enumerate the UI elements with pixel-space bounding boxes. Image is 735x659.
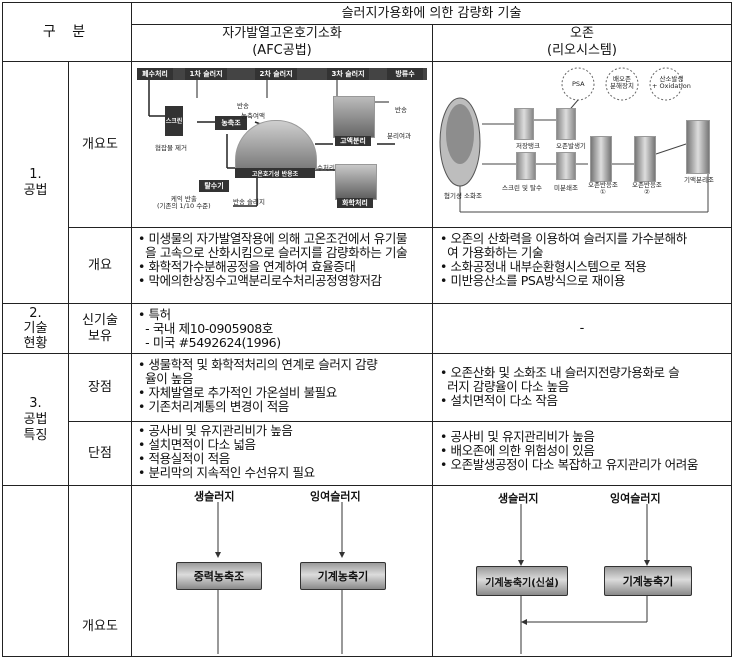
afc-flow-raw: 생슬러지 <box>194 490 235 503</box>
ozone-gen-label: 미분쇄조 <box>554 184 578 192</box>
afc-chemical: 화학처리 <box>337 198 373 208</box>
afc-thickener: 농축조 <box>215 116 247 130</box>
section-1-label: 1. 공법 <box>23 166 48 198</box>
rule-left <box>2 2 3 657</box>
afc-screen: 스크린 <box>165 106 183 136</box>
rule-col1 <box>131 2 132 657</box>
afc-return2-label: 반송 <box>395 106 407 114</box>
row-overview: 개요 <box>88 257 112 273</box>
afc-flow-excess: 잉여슬러지 <box>310 490 361 503</box>
ozone-screen-label: 스크린 및 탈수 <box>502 184 543 192</box>
afc-separation: 고액분리 <box>335 136 371 146</box>
row-cons: 단점 <box>88 445 112 461</box>
ozone-screen-image <box>516 152 536 180</box>
ozone-gen-image <box>556 152 576 180</box>
ozone-cons-text: • 공사비 및 유지관리비가 높음 • 배오존에 의한 위험성이 있음 • 오존… <box>440 429 698 472</box>
afc-cons-text: • 공사비 및 유지관리비가 높음 • 설치면적이 다소 넓음 • 적용실적이 … <box>138 423 315 480</box>
rule-s3-bottom <box>2 485 732 486</box>
rule-bottom <box>2 656 732 657</box>
rule-top <box>2 2 732 3</box>
ozone-tank2-image <box>556 108 576 140</box>
row-pros: 장점 <box>88 379 112 395</box>
ozone-tank1-image <box>514 108 534 140</box>
ozone-flow-mech-new: 기계농축기(신설) <box>476 566 568 596</box>
ozone-react2-label: 오존반응조 ② <box>632 181 662 196</box>
ozone-psa-label: PSA <box>572 80 585 88</box>
afc-flow-lines <box>215 502 345 654</box>
ozone-patent-text: - <box>579 320 585 336</box>
afc-influent: 폐수처리 <box>137 68 173 80</box>
ozone-circ1-label: 배오존 분해장치 <box>610 75 634 90</box>
afc-stage3: 3차 슬러지 <box>327 68 369 80</box>
afc-dewater: 탈수기 <box>199 180 229 192</box>
afc-stage1: 1차 슬러지 <box>185 68 227 80</box>
afc-separated-label: 분리여과 <box>387 132 411 140</box>
ozone-diagram-lines <box>439 67 709 213</box>
section-3-label: 3. 공법 특징 <box>23 395 48 443</box>
rule-s1-bottom <box>2 303 732 304</box>
ozone-overview-text: • 오존의 산화력을 이용하여 슬러지를 가수분해하 여 가용화하는 기술 • … <box>440 231 687 288</box>
afc-pros-text: • 생물학적 및 화학적처리의 연계로 슬러지 감량 율이 높음 • 자체발열로… <box>138 357 378 414</box>
category-header: 구 분 <box>42 24 92 40</box>
afc-flow-mech: 기계농축기 <box>300 562 386 590</box>
afc-thicken-liq-label: 농축여액 <box>241 112 265 120</box>
ozone-tank2-label: 오존발생기 <box>556 142 586 150</box>
afc-grit-label: 협잡물 제거 <box>155 144 187 152</box>
section-2-label: 2. 기술 현황 <box>23 306 48 351</box>
ozone-flow-raw: 생슬러지 <box>498 492 539 505</box>
row-overview-diagram-2: 개요도 <box>82 619 118 634</box>
rule-header-mid <box>131 24 732 25</box>
rule-col2 <box>432 24 433 657</box>
ozone-flow-mech: 기계농축기 <box>604 566 692 596</box>
afc-effluent: 방류수 <box>387 68 423 80</box>
afc-filtrate-label: 수처리 <box>317 164 335 172</box>
ozone-react1-image <box>590 136 612 182</box>
ozone-digester-label: 혐기성 소화조 <box>444 192 482 200</box>
col2-subtitle: (리오시스템) <box>547 43 617 58</box>
afc-reactor: 고온호기성 반응조 <box>235 168 315 178</box>
ozone-sep-image <box>686 120 710 174</box>
rule-subcol <box>68 61 69 657</box>
ozone-flow-excess: 잉여슬러지 <box>610 492 661 505</box>
afc-patent-text: • 특허 - 국내 제10-0905908호 - 미국 #5492624(199… <box>138 307 281 350</box>
ozone-pros-text: • 오존산화 및 소화조 내 슬러지전량가용화로 슬 러지 감량율이 다소 높음… <box>440 365 680 408</box>
afc-return-label: 반송 <box>237 102 249 110</box>
main-title: 슬러지가용화에 의한 감량화 기술 <box>341 5 522 21</box>
rule-right <box>731 2 732 657</box>
row-patent: 신기술 보유 <box>82 312 118 344</box>
rule-pros-bottom <box>68 421 732 422</box>
rule-header-bottom <box>2 61 732 62</box>
ozone-flow-lines <box>518 504 650 654</box>
afc-flow-gravity: 중력농축조 <box>176 562 262 590</box>
afc-stage2: 2차 슬러지 <box>255 68 297 80</box>
col1-title: 자가발열고온호기소화 <box>222 26 342 41</box>
afc-process-diagram: 폐수처리 1차 슬러지 2차 슬러지 3차 슬러지 방류수 스크린 협잡물 제거… <box>137 64 427 224</box>
rule-s2-bottom <box>2 353 732 354</box>
afc-overview-text: • 미생물의 자가발열작용에 의해 고온조건에서 유기물 을 고속으로 산화시킴… <box>138 231 408 288</box>
afc-chemical-image <box>335 164 377 200</box>
afc-cake-label: 케익 반출 (기존의 1/10 수준) <box>157 195 211 210</box>
ozone-react1-label: 오존반응조 ① <box>588 181 618 196</box>
ozone-tank1-label: 저장탱크 <box>516 142 540 150</box>
row-overview-diagram: 개요도 <box>82 136 118 152</box>
ozone-sep-label: 기액분리조 <box>684 176 714 184</box>
col1-subtitle: (AFC공법) <box>252 43 312 58</box>
ozone-process-diagram: 혐기성 소화조 저장탱크 오존발생기 스크린 및 탈수 미분쇄조 오존반응조 ①… <box>438 64 728 224</box>
ozone-circ2-label: 산소발생 + Oxidation <box>652 75 691 90</box>
ozone-react2-image <box>634 136 656 182</box>
afc-separation-image <box>333 96 375 138</box>
rule-diagram-bottom <box>68 227 732 228</box>
afc-return-sludge-label: 반송 슬러지 <box>233 198 265 206</box>
col2-title: 오존 <box>570 26 594 41</box>
